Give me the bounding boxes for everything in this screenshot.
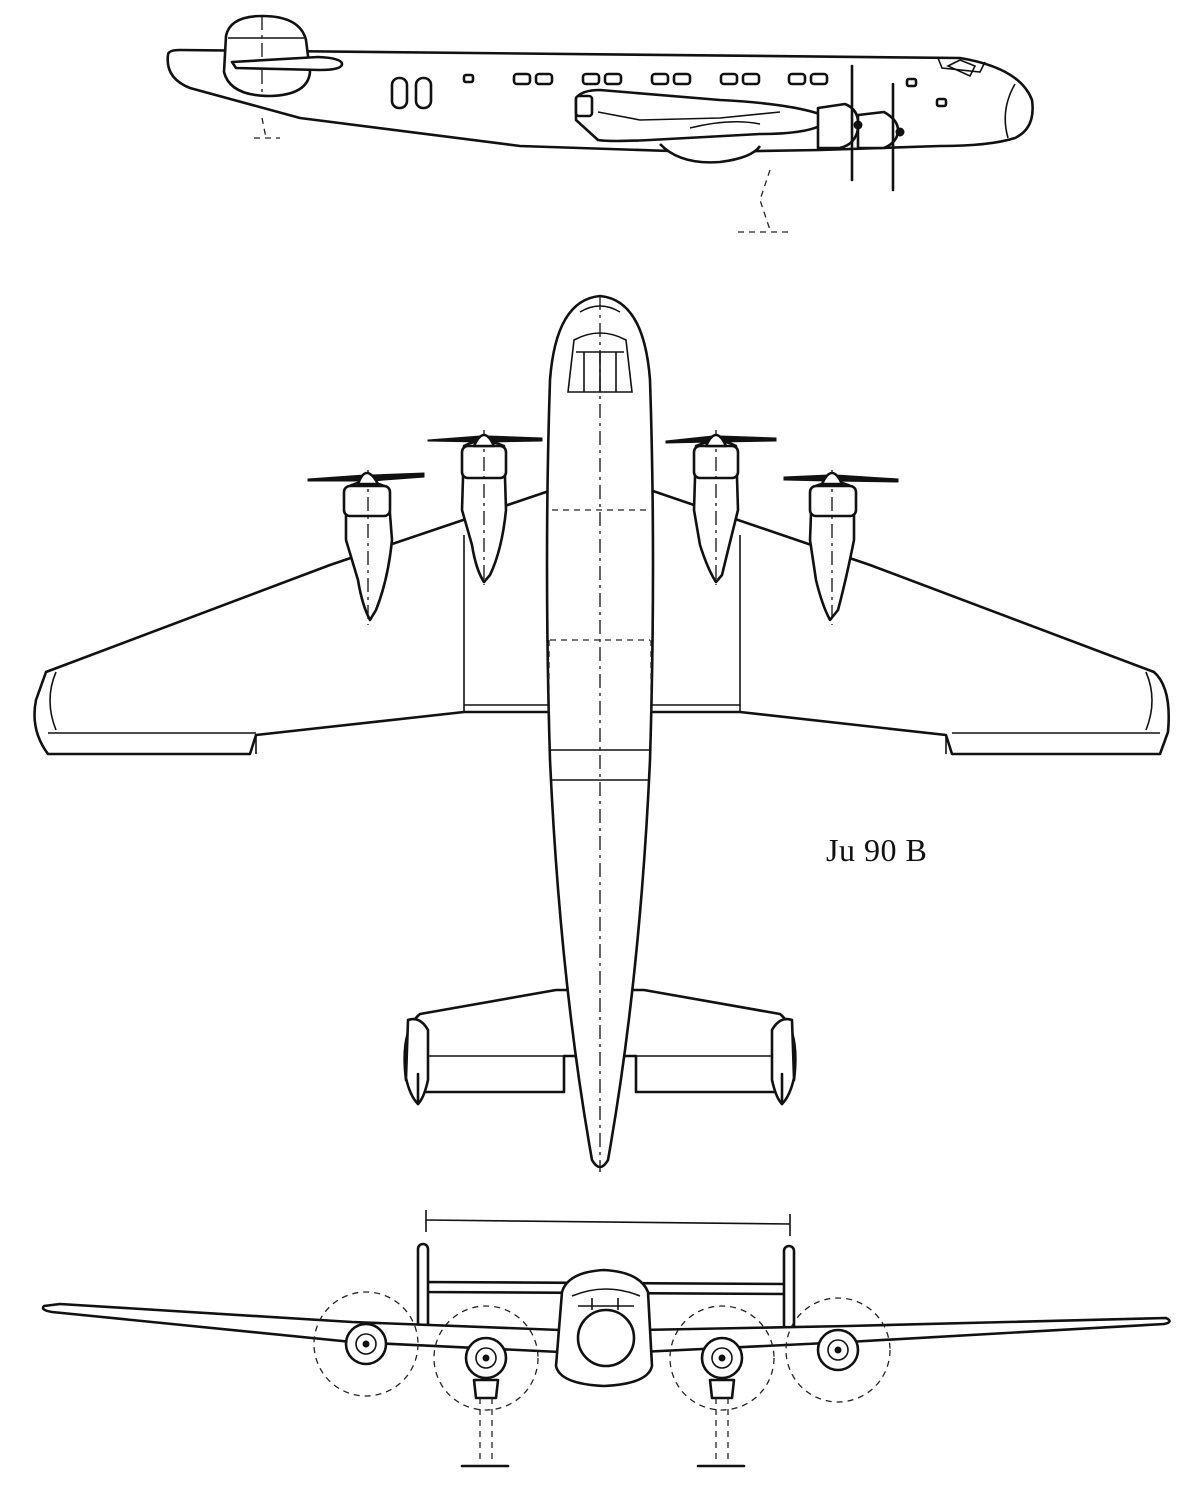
aircraft-caption: Ju 90 B xyxy=(826,832,928,868)
top-propellers xyxy=(307,433,899,486)
side-view xyxy=(166,14,1034,233)
front-view xyxy=(41,1210,1171,1468)
top-engine-nacelles xyxy=(342,430,858,625)
side-tailplane xyxy=(230,55,344,72)
top-view xyxy=(33,294,1170,1172)
front-engines xyxy=(344,1322,860,1380)
side-tail-fin xyxy=(222,14,312,98)
side-windows xyxy=(462,72,948,108)
